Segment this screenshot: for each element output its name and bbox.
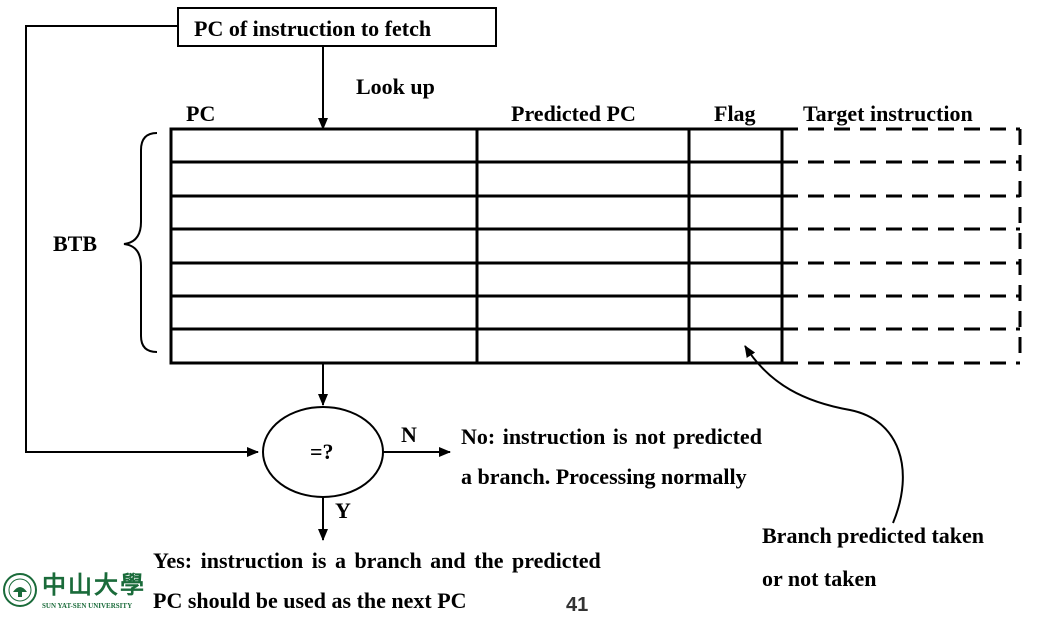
logo-english-name: SUN YAT-SEN UNIVERSITY <box>42 602 133 610</box>
yes-text-line1: Yes: instruction is a branch and the pre… <box>153 548 601 573</box>
no-text-line2: a branch. Processing normally <box>461 464 747 489</box>
pc-fetch-label: PC of instruction to fetch <box>194 16 432 41</box>
no-text-line1: No: instruction is not predicted <box>461 424 762 449</box>
column-header-pc: PC <box>186 101 216 126</box>
branch-text-line2: or not taken <box>762 566 877 591</box>
btb-brace <box>123 132 158 353</box>
page-number: 41 <box>566 594 589 616</box>
compare-label: =? <box>310 439 334 464</box>
column-header-flag: Flag <box>714 101 756 126</box>
university-logo: 中山大學 SUN YAT-SEN UNIVERSITY <box>2 560 152 616</box>
y-label: Y <box>335 498 351 523</box>
branch-curve-arrow <box>744 345 904 524</box>
logo-chinese-name: 中山大學 <box>42 570 146 599</box>
btb-column-lines <box>475 129 691 363</box>
look-up-label: Look up <box>356 74 435 99</box>
column-header-predicted-pc: Predicted PC <box>511 101 636 126</box>
yes-text-line2: PC should be used as the next PC <box>153 588 467 613</box>
feedback-line <box>25 25 259 457</box>
column-header-target-instruction: Target instruction <box>803 101 973 126</box>
university-seal-icon <box>3 573 37 607</box>
branch-text-line1: Branch predicted taken <box>762 523 985 548</box>
btb-label: BTB <box>53 231 98 256</box>
n-label: N <box>401 422 417 447</box>
target-instruction-dashed <box>782 127 1022 365</box>
